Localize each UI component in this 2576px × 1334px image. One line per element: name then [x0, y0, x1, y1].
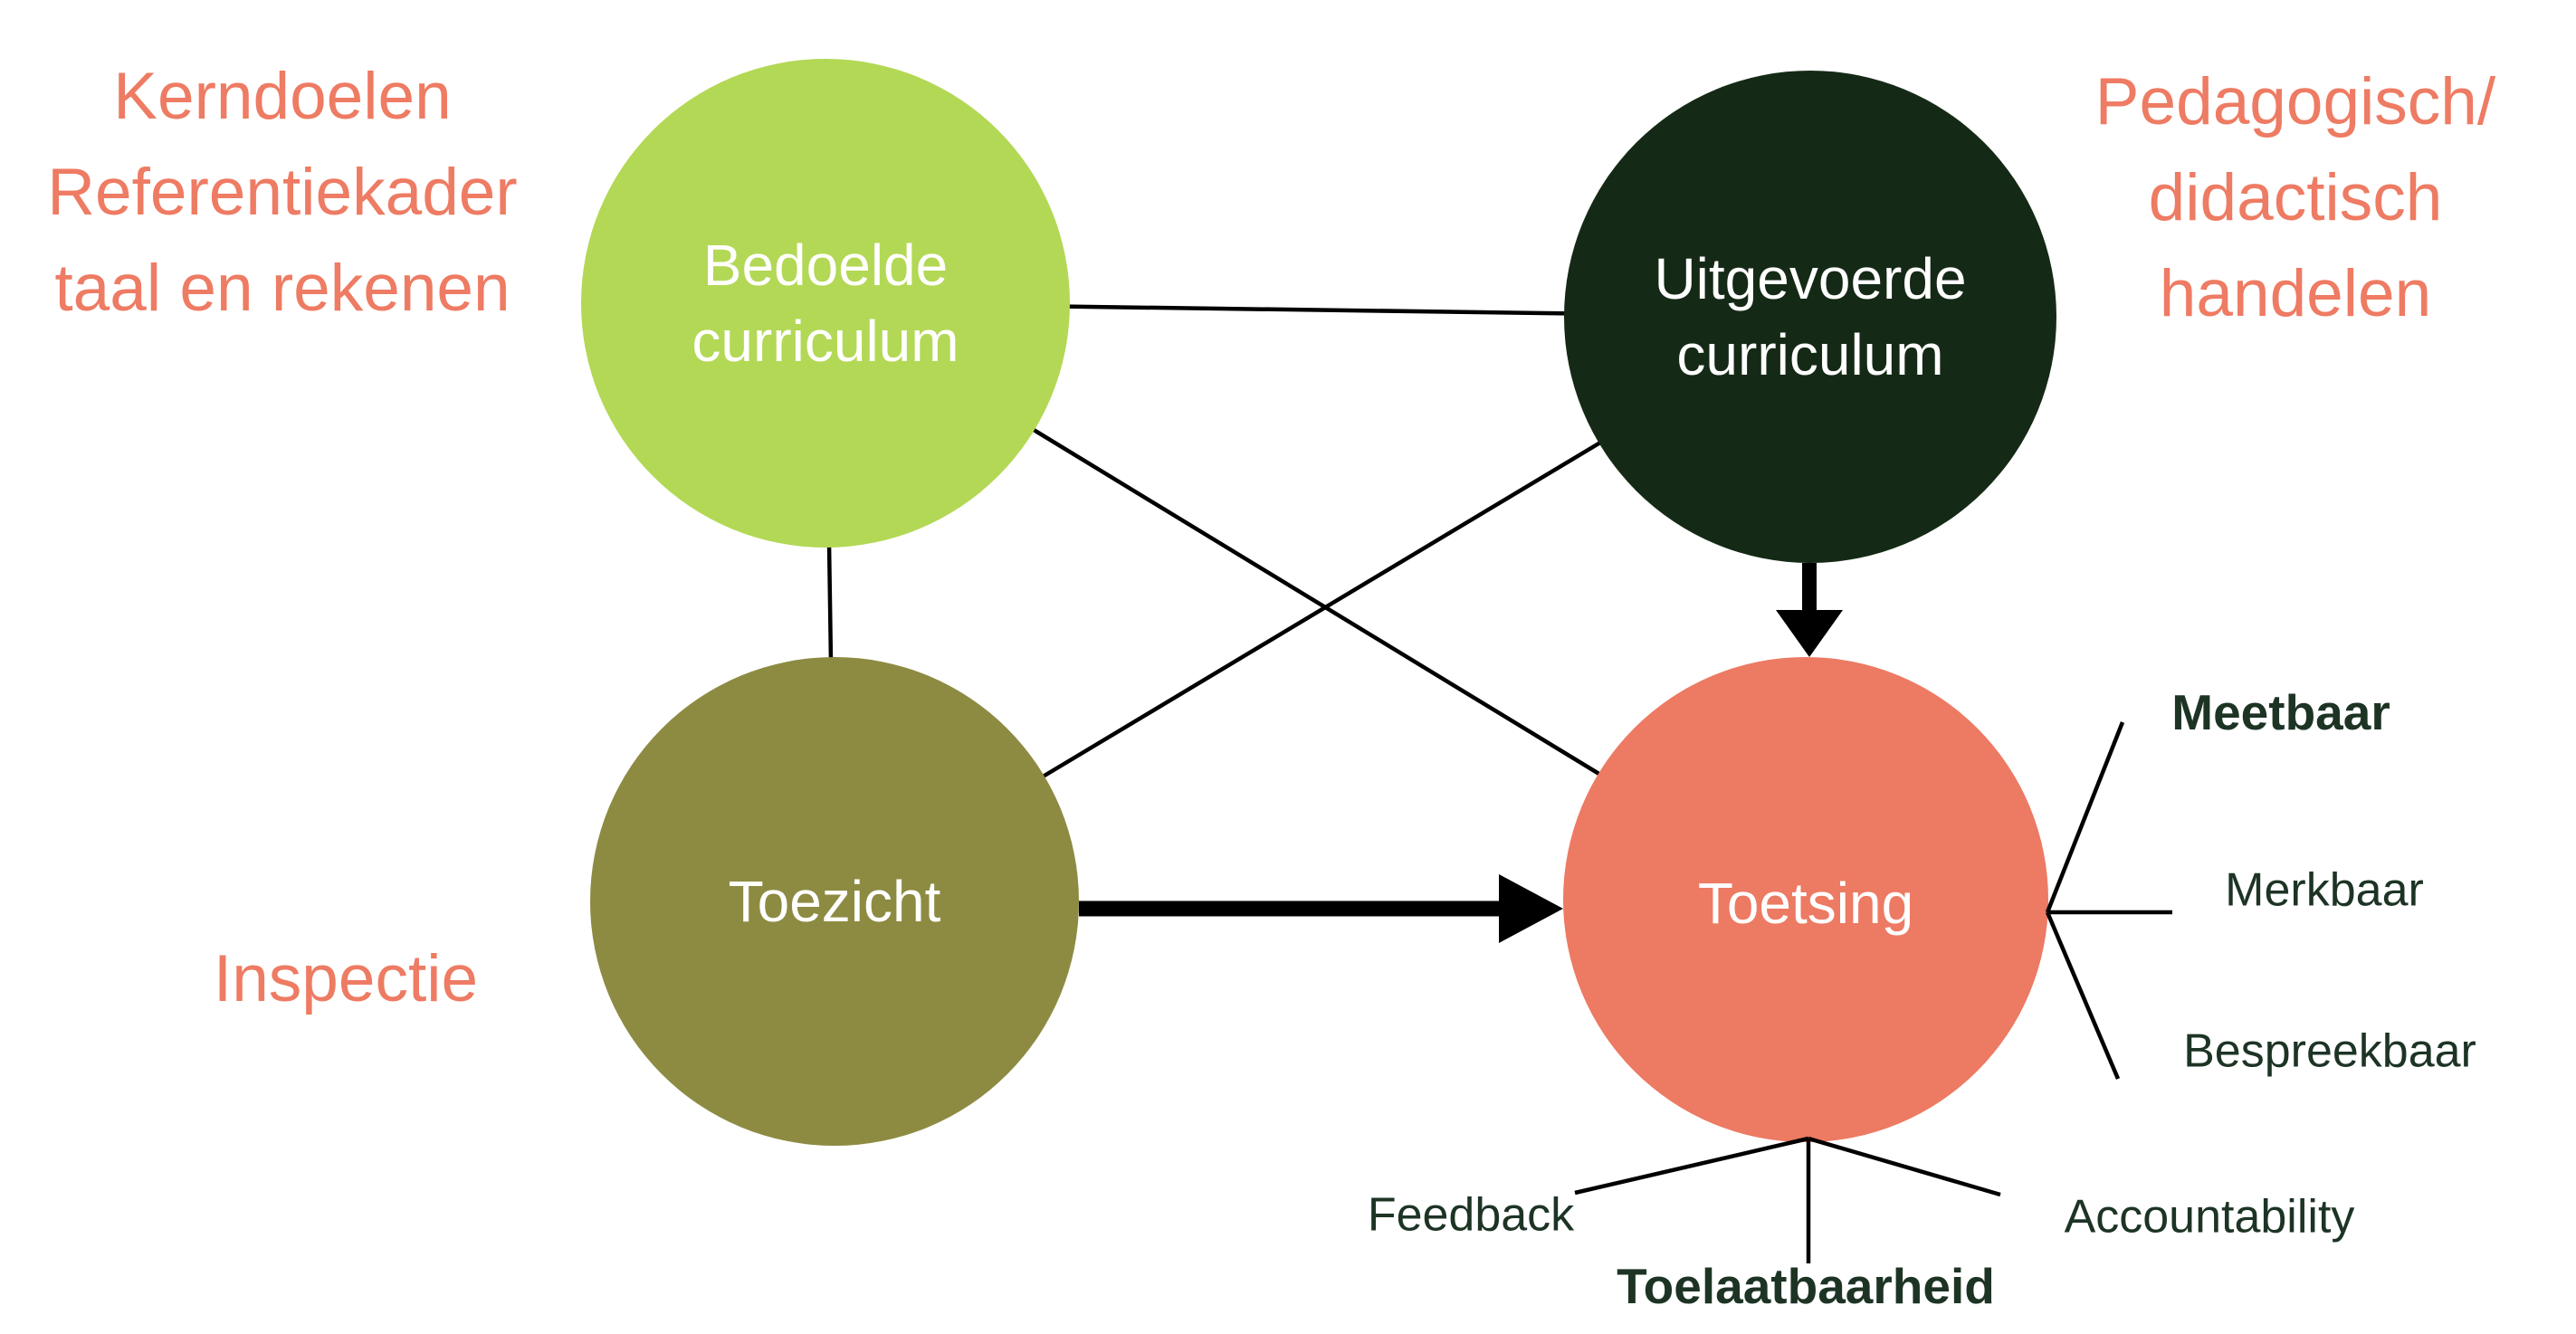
term-toelaatbaarheid: Toelaatbaarheid	[1617, 1258, 1995, 1315]
annotation-inspectie: Inspectie	[213, 942, 479, 1015]
node-uitgevoerde-circle	[1564, 71, 2056, 563]
term-accountability: Accountability	[2064, 1190, 2355, 1243]
toetsing-right-spokes	[2045, 721, 2172, 1080]
node-toetsing-circle	[1563, 657, 2048, 1142]
spoke-bespreekbaar	[2045, 911, 2121, 1080]
arrow-head-horizontal	[1499, 874, 1563, 943]
node-label-toetsing: Toetsing	[1697, 871, 1914, 936]
arrow-head-vertical	[1776, 610, 1843, 657]
term-feedback: Feedback	[1367, 1188, 1575, 1242]
node-label-bedoelde: Bedoelde curriculum	[692, 233, 959, 374]
node-label-toezicht: Toezicht	[728, 869, 941, 934]
term-bespreekbaar: Bespreekbaar	[2183, 1024, 2476, 1078]
node-toezicht-circle	[590, 657, 1079, 1146]
spoke-meetbaar	[2045, 721, 2125, 913]
spoke-accountability	[1808, 1136, 2001, 1197]
arrow-toezicht-toetsing	[1079, 874, 1563, 943]
spoke-feedback	[1574, 1136, 1809, 1196]
node-bedoelde-circle	[581, 59, 1070, 548]
term-meetbaar: Meetbaar	[2171, 684, 2390, 741]
node-label-uitgevoerde: Uitgevoerde curriculum	[1654, 246, 1967, 387]
toetsing-bottom-spokes	[1574, 1136, 2001, 1263]
annotation-kerndoelen: Kerndoelen Referentiekader taal en reken…	[47, 60, 518, 325]
arrow-uitgevoerde-toetsing	[1776, 563, 1843, 657]
annotation-pedagogisch-didactisch: Pedagogisch/ didactisch handelen	[2094, 65, 2496, 330]
term-merkbaar: Merkbaar	[2225, 863, 2424, 917]
